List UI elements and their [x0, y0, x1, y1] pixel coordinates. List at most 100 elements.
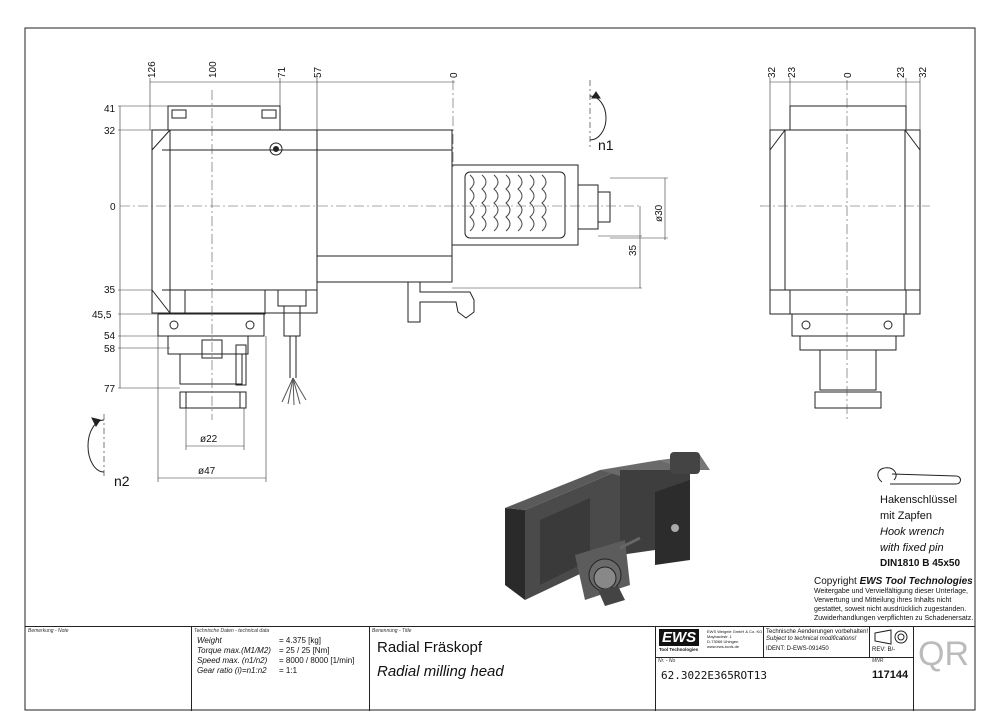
title-block: Bemerkung - Note Technische Daten - tech… [25, 626, 975, 711]
dim-77: 77 [104, 384, 116, 395]
side-right-dimension-texts: ø30 35 [628, 204, 665, 256]
dim-45-5: 45,5 [92, 310, 112, 321]
ident: IDENT: D-EWS-091450 [766, 646, 829, 652]
dim-diameter-30: ø30 [654, 204, 665, 222]
side-bottom-dimension-texts: ø22 ø47 [198, 434, 218, 477]
dim-0-top: 0 [449, 72, 460, 78]
notice-en: Subject to technical modifications! [766, 636, 857, 642]
dim-71: 71 [277, 66, 288, 78]
label-n2: n2 [114, 473, 130, 489]
mnr-cell: MNR 117144 [869, 657, 914, 711]
wrench-standard: DIN1810 B 45x50 [880, 558, 961, 569]
title-en: Radial milling head [377, 663, 504, 680]
front-view [769, 105, 921, 409]
front-dim-23-left: 23 [787, 66, 798, 78]
dim-diameter-22: ø22 [200, 434, 218, 445]
ews-logo: EWS [659, 629, 700, 646]
mnr-number: 117144 [872, 669, 909, 681]
copyright-line-1: Weitergabe und Vervielfältigung dieser U… [814, 588, 968, 595]
title-cell: Benennung - Title Radial Fräskopf Radial… [369, 627, 656, 711]
dim-0-left: 0 [110, 202, 116, 213]
isometric-render [505, 452, 710, 606]
note-label: Bemerkung - Note [28, 628, 69, 634]
wrench-note-en-2: with fixed pin [880, 542, 944, 554]
wrench-note-de-2: mit Zapfen [880, 510, 932, 522]
rev: REV: B/- [872, 647, 896, 653]
front-adapter [799, 335, 897, 351]
part-number-cell: Nr. - No 62.3022E365ROT13 [655, 657, 869, 711]
company-cell: EWS Tool Technologies EWS Weigele GmbH &… [655, 627, 764, 658]
spindle-housing [451, 164, 579, 246]
wrench-note: Hakenschlüssel mit Zapfen Hook wrench wi… [880, 492, 960, 572]
front-collet-body [819, 349, 877, 391]
clamp-slot-right [261, 109, 277, 119]
knurl-pattern [469, 174, 547, 232]
coolant-spray [281, 377, 307, 406]
front-view-center-lines [760, 80, 930, 420]
front-view-dimension-lines [769, 78, 921, 130]
side-left-dimension-texts: 41 32 0 35 45,5 54 58 77 [92, 104, 116, 395]
front-top-dimension-texts: 32 23 0 23 32 [767, 66, 929, 78]
collet-body [179, 353, 243, 385]
dim-35-right: 35 [628, 244, 639, 256]
dim-100: 100 [208, 61, 219, 78]
hook-wrench-icon [877, 467, 961, 485]
title-de: Radial Fräskopf [377, 639, 483, 656]
tech-row-ratio: Gear ratio (i)=n1:n2= 1:1 [197, 666, 298, 675]
coolant-nozzle [283, 305, 301, 337]
front-dim-0: 0 [843, 72, 854, 78]
note-cell: Bemerkung - Note [25, 627, 192, 711]
company-line-4: www.ews-tools.de [707, 644, 740, 649]
spindle-tip [597, 191, 611, 223]
rotation-symbols [87, 80, 607, 478]
knurled-sleeve [464, 171, 566, 239]
copyright-block: Copyright EWS Tool Technologies Weiterga… [814, 576, 973, 623]
grease-nipple [269, 142, 283, 156]
label-n1: n1 [598, 137, 614, 153]
dim-126: 126 [147, 61, 158, 78]
front-dim-32-left: 32 [767, 66, 778, 78]
front-clamp-block [789, 105, 907, 131]
side-top-dimension-texts: 126 100 71 57 0 [147, 61, 460, 78]
copyright-line-2: Verwertung und Mitteilung ihres Inhalts … [814, 597, 952, 604]
main-housing [151, 129, 318, 314]
qr-placeholder: QR [918, 635, 969, 673]
side-view-dimension-lines [118, 78, 668, 482]
key [201, 339, 223, 359]
sheet-frame [24, 27, 976, 711]
company-line-2: Maybachstr. 1 [707, 634, 732, 639]
copyright-prefix: Copyright [814, 576, 860, 587]
notice-de: Technische Aenderungen vorbehalten! [766, 629, 869, 635]
tech-row-speed: Speed max. (n1/n2)= 8000 / 8000 [1/min] [197, 656, 355, 665]
company-line-3: D-73066 Uhingen [707, 639, 739, 644]
wrench-note-de-1: Hakenschlüssel [880, 494, 958, 506]
clamp-lever [407, 281, 475, 323]
rotation-arrow-n1 [589, 95, 607, 141]
lower-flange [157, 313, 265, 337]
upper-flange [184, 289, 266, 315]
front-dim-23-right: 23 [896, 66, 907, 78]
tech-label: Technische Daten - technical data [194, 628, 270, 634]
dim-41: 41 [104, 104, 116, 115]
front-dim-32-right: 32 [918, 66, 929, 78]
rotation-arrow-n2 [87, 419, 105, 473]
front-base [769, 289, 921, 315]
wrench-note-en-1: Hook wrench [880, 526, 945, 538]
dim-35: 35 [104, 285, 116, 296]
ews-logo-sub: Tool Technologies [659, 647, 699, 652]
copyright-line-3: gestattet, soweit nicht ausdrücklich zug… [814, 606, 967, 613]
front-housing [769, 129, 921, 291]
company-line-1: EWS Weigele GmbH & Co. KG [707, 629, 763, 634]
notice-cell: Technische Aenderungen vorbehalten! Subj… [763, 627, 870, 658]
front-collet-nut [814, 391, 882, 409]
clamp-slot-left [171, 109, 187, 119]
title-label: Benennung - Title [372, 628, 412, 634]
dim-54: 54 [104, 331, 116, 342]
copyright-line-4: Zuwiderhandlungen verpflichten zu Schade… [814, 615, 974, 622]
spindle-nose [577, 184, 599, 230]
part-number: 62.3022E365ROT13 [661, 669, 767, 682]
dim-57: 57 [313, 66, 324, 78]
tech-row-weight: Weight= 4.375 [kg] [197, 636, 322, 645]
